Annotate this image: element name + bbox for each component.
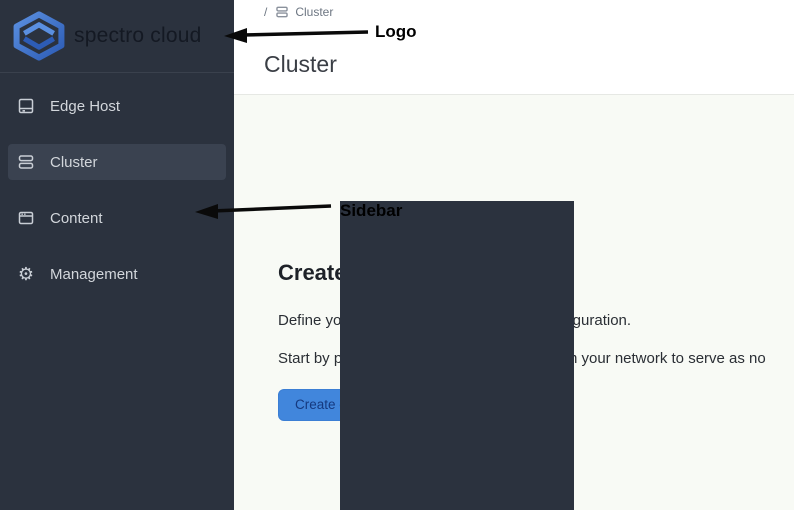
edge-host-icon (16, 96, 36, 116)
logo[interactable]: spectro cloud (0, 0, 234, 73)
brand-name: spectro cloud (74, 24, 202, 47)
sidebar-item-label: Management (50, 265, 138, 283)
sidebar-menu: Edge Host Cluster Content (0, 73, 234, 292)
sidebar-item-edge-host[interactable]: Edge Host (8, 88, 226, 124)
sidebar-item-content[interactable]: Content (8, 200, 226, 236)
sidebar: spectro cloud Edge Host Cluster (0, 0, 234, 510)
spectro-cloud-logo-icon (13, 11, 65, 61)
main-content: / Cluster Cluster Create Cluster Define … (234, 0, 794, 510)
sidebar-item-management[interactable]: ⚙ Management (8, 256, 226, 292)
sidebar-item-label: Cluster (50, 153, 98, 171)
breadcrumb-label[interactable]: Cluster (295, 5, 334, 19)
create-cluster-button[interactable]: Create cluster (278, 389, 397, 421)
section-description-1: Define your cluster's specifications and… (278, 312, 632, 329)
sidebar-item-label: Content (50, 209, 103, 227)
cluster-icon (275, 5, 289, 19)
page-title: Cluster (264, 51, 337, 77)
breadcrumb-separator: / (264, 5, 268, 19)
sidebar-item-cluster[interactable]: Cluster (8, 144, 226, 180)
create-cluster-section: Create Cluster Define your cluster's spe… (278, 260, 794, 421)
sidebar-item-label: Edge Host (50, 97, 121, 115)
cluster-icon (16, 152, 36, 172)
content-icon (16, 208, 36, 228)
section-heading: Create Cluster (278, 260, 429, 285)
breadcrumb[interactable]: / Cluster (264, 5, 333, 19)
management-icon: ⚙ (17, 264, 35, 284)
page-header: / Cluster Cluster (234, 0, 794, 95)
section-description-2: Start by picking one or more edge hosts … (278, 350, 766, 367)
